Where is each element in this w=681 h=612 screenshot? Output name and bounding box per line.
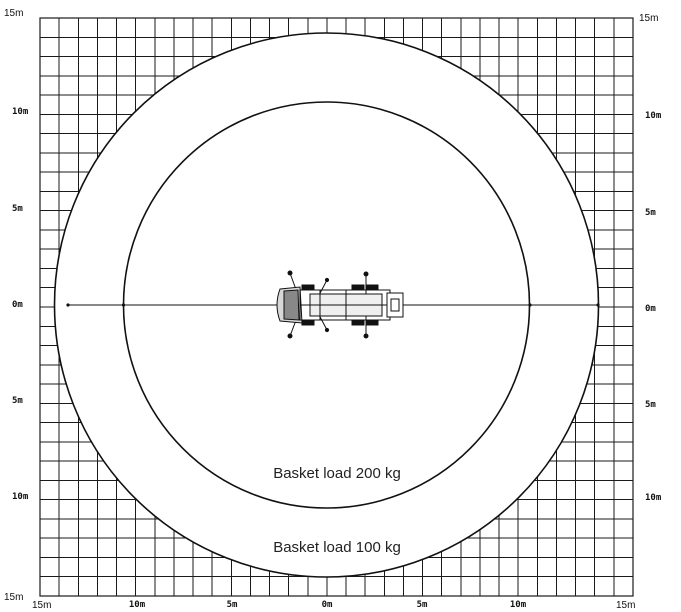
zone-label-100kg: Basket load 100 kg — [273, 539, 401, 556]
right-tick-label: 5m — [645, 400, 656, 410]
corner-label-bottom-right-x: 15m — [616, 600, 635, 611]
right-tick-label: 10m — [645, 111, 662, 121]
axis-end-marker — [121, 303, 126, 307]
bottom-tick-label: 10m — [129, 600, 146, 610]
bottom-tick-label: 10m — [510, 600, 527, 610]
right-tick-label: 0m — [645, 304, 656, 314]
zone-label-200kg: Basket load 200 kg — [273, 465, 401, 482]
axis-end-marker — [66, 303, 70, 307]
corner-label-bottom-left: 15m — [4, 592, 23, 603]
left-tick-label: 10m — [12, 492, 29, 502]
corner-label-top-left: 15m — [4, 8, 23, 19]
left-tick-label: 5m — [12, 204, 23, 214]
left-tick-label: 0m — [12, 300, 23, 310]
left-tick-label: 5m — [12, 396, 23, 406]
aerial-work-platform-truck-topview-icon — [276, 270, 404, 339]
right-tick-label: 5m — [645, 208, 656, 218]
bottom-tick-label: 0m — [322, 600, 333, 610]
right-tick-label: 10m — [645, 493, 662, 503]
corner-label-top-right: 15m — [639, 13, 658, 24]
axis-end-marker — [528, 303, 532, 307]
bottom-tick-label: 5m — [417, 600, 428, 610]
left-tick-label: 10m — [12, 107, 29, 117]
grid-frame — [39, 17, 634, 597]
axis-end-marker — [596, 303, 600, 307]
corner-label-bottom-left-x: 15m — [32, 600, 51, 611]
bottom-tick-label: 5m — [227, 600, 238, 610]
